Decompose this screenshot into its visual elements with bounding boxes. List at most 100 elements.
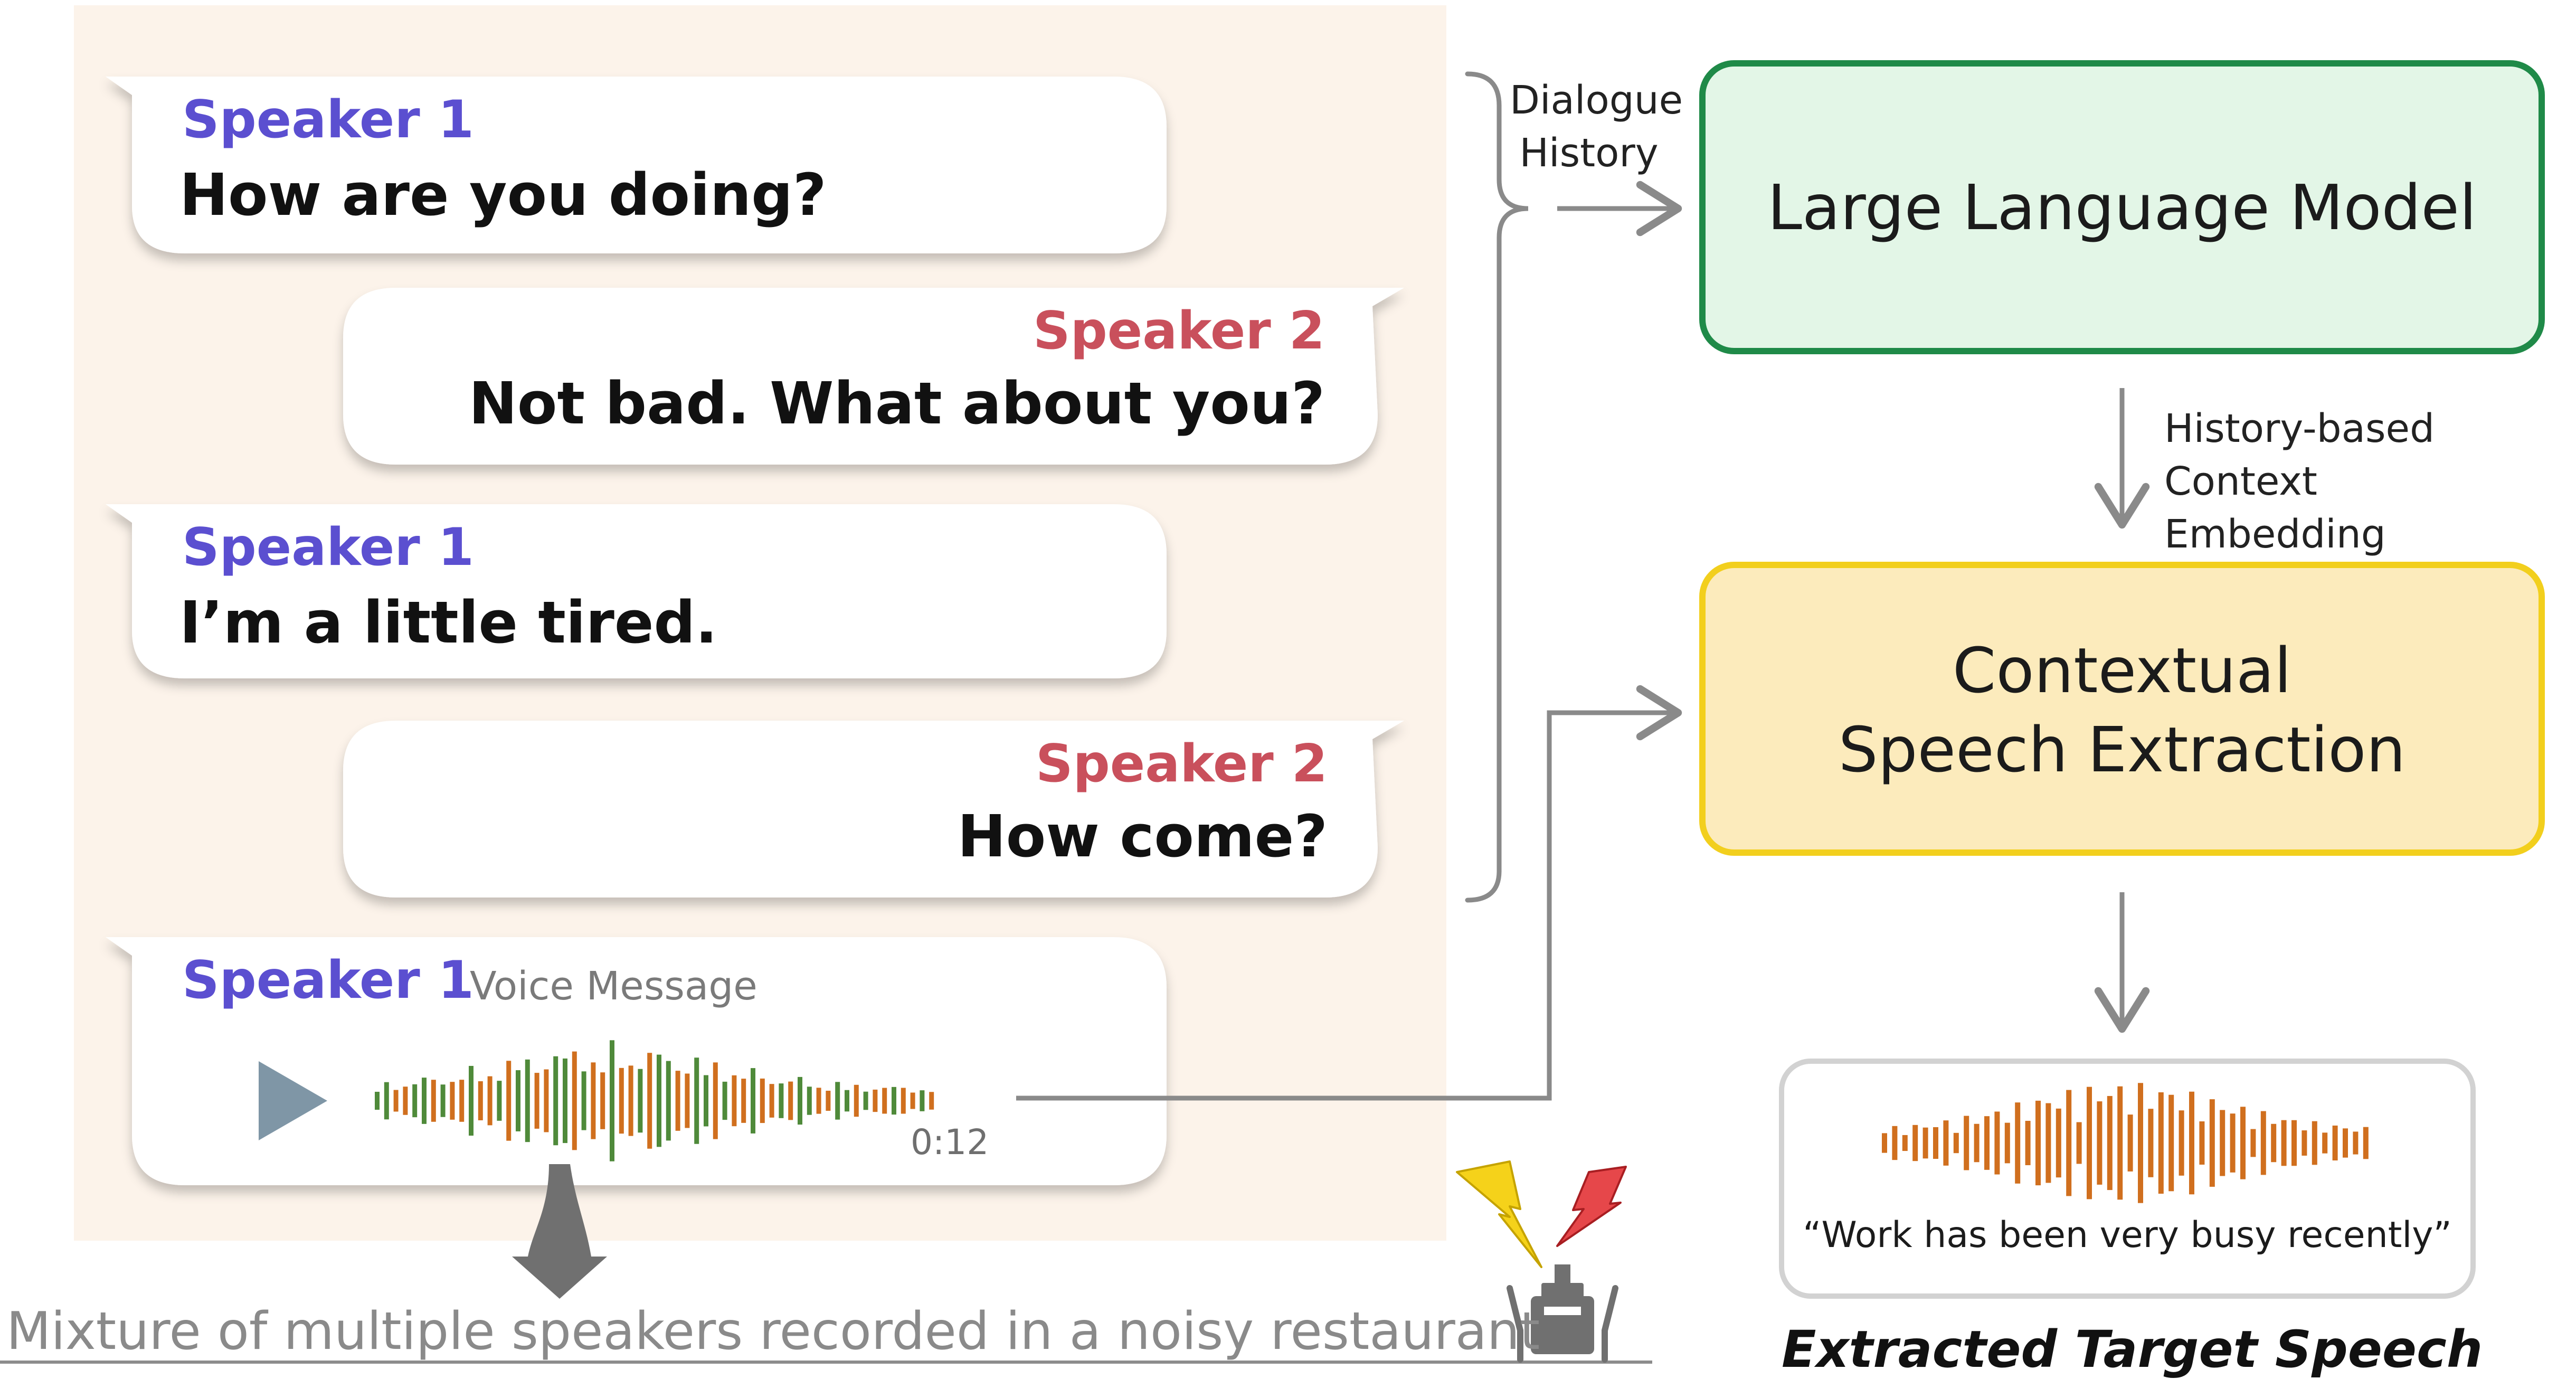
waveform-bar	[854, 1084, 859, 1117]
chat-bubble-1	[106, 77, 1167, 253]
waveform-bar	[647, 1053, 652, 1149]
waveform-bar	[1882, 1133, 1887, 1153]
waveform-bar	[657, 1054, 661, 1147]
waveform-bar	[2220, 1110, 2225, 1176]
waveform-bar	[375, 1091, 380, 1110]
waveform-bar	[1984, 1116, 1990, 1170]
waveform-bar	[901, 1088, 906, 1114]
waveform-bar	[2138, 1083, 2143, 1203]
waveform-bar	[450, 1082, 455, 1120]
llm-box-title: Large Language Model	[1767, 171, 2477, 244]
waveform-bar	[845, 1090, 849, 1112]
waveform-bar	[675, 1071, 680, 1131]
waveform-bar	[2056, 1108, 2061, 1178]
waveform-bar	[1902, 1135, 1908, 1151]
down-arrow-icon	[512, 1164, 607, 1299]
waveform-bar	[478, 1081, 483, 1120]
cse-box-title-line2: Speech Extraction	[1838, 713, 2406, 786]
waveform-bar	[2271, 1123, 2277, 1163]
waveform-bar	[2168, 1094, 2174, 1192]
lightning-yellow-icon	[1456, 1160, 1542, 1268]
waveform-bar	[2097, 1101, 2103, 1185]
waveform-bar	[459, 1080, 465, 1122]
waveform-bar	[892, 1087, 896, 1115]
waveform-bar	[1994, 1111, 2000, 1175]
waveform-bar	[2250, 1129, 2256, 1157]
waveform-bar	[2291, 1120, 2297, 1166]
waveform-bar	[638, 1069, 643, 1133]
waveform-bar	[544, 1069, 549, 1132]
waveform-bar	[516, 1070, 520, 1131]
waveform-bar	[863, 1091, 868, 1110]
waveform-bar	[591, 1062, 596, 1139]
caption-bottom: Mixture of multiple speakers recorded in…	[6, 1301, 1540, 1362]
waveform-bar	[2158, 1092, 2164, 1194]
waveform-bar	[2127, 1114, 2133, 1172]
speaker-label: Speaker 1	[182, 90, 474, 150]
output-quote: “Work has been very busy recently”	[1803, 1214, 2452, 1256]
embedding-label: History-based Context Embedding	[2164, 406, 2435, 557]
output-waveform	[1882, 1083, 2369, 1203]
waveform-bar	[798, 1076, 802, 1125]
waveform-bar	[1943, 1120, 1949, 1166]
waveform-bar	[873, 1089, 878, 1112]
waveform-bar	[2107, 1095, 2113, 1191]
waveform-bar	[412, 1084, 418, 1118]
message-text: I’m a little tired.	[179, 589, 718, 656]
waveform-bar	[506, 1061, 512, 1141]
waveform-bar	[1964, 1116, 1969, 1170]
waveform-bar	[384, 1082, 389, 1120]
waveform-bar	[2209, 1099, 2215, 1187]
waveform-bar	[835, 1082, 840, 1120]
speaker-label: Speaker 2	[1036, 734, 1328, 794]
waveform-bar	[2066, 1090, 2072, 1196]
waveform-bar	[2312, 1121, 2317, 1165]
waveform-bar	[581, 1071, 586, 1130]
waveform-bar	[2281, 1120, 2287, 1166]
message-text: Not bad. What about you?	[468, 370, 1325, 437]
waveform-bar	[779, 1083, 784, 1118]
waveform-bar	[487, 1076, 493, 1126]
waveform-bar	[694, 1057, 699, 1144]
message-text: How come?	[957, 802, 1328, 870]
voice-waveform	[375, 1040, 934, 1161]
waveform-bar	[553, 1056, 558, 1146]
play-icon[interactable]	[259, 1061, 327, 1140]
waveform-bar	[2353, 1131, 2359, 1155]
waveform-bar	[713, 1062, 718, 1139]
speaker-label: Speaker 1	[182, 950, 474, 1010]
arrow-voice-to-cse	[1016, 685, 1682, 1101]
waveform-bar	[628, 1065, 633, 1136]
waveform-bar	[2199, 1121, 2205, 1165]
waveform-bar	[2240, 1107, 2246, 1179]
waveform-bar	[403, 1087, 408, 1115]
waveform-bar	[2260, 1111, 2266, 1175]
waveform-bar	[2117, 1086, 2123, 1200]
waveform-bar	[2230, 1113, 2236, 1173]
output-title: Extracted Target Speech	[1782, 1320, 2483, 1379]
waveform-bar	[741, 1079, 746, 1123]
waveform-bar	[1933, 1127, 1938, 1159]
waveform-bar	[2189, 1091, 2194, 1195]
waveform-bar	[2302, 1130, 2307, 1156]
waveform-bar	[1953, 1132, 1959, 1154]
waveform-bar	[1922, 1127, 1928, 1159]
waveform-bar	[2087, 1087, 2092, 1199]
waveform-bar	[619, 1068, 624, 1134]
waveform-bar	[2322, 1132, 2328, 1154]
waveform-bar	[2035, 1100, 2041, 1186]
dialogue-history-label: Dialogue History	[1510, 78, 1683, 176]
waveform-bar	[910, 1092, 915, 1109]
waveform-bar	[2148, 1109, 2154, 1177]
waveform-bar	[2076, 1122, 2082, 1164]
waveform-bar	[760, 1078, 765, 1123]
waveform-bar	[1892, 1126, 1898, 1160]
waveform-bar	[2179, 1110, 2184, 1176]
llm-box	[1699, 60, 2545, 354]
waveform-bar	[422, 1078, 427, 1124]
waveform-bar	[2025, 1120, 2031, 1166]
waveform-bar	[2363, 1127, 2369, 1159]
waveform-bar	[929, 1092, 934, 1110]
